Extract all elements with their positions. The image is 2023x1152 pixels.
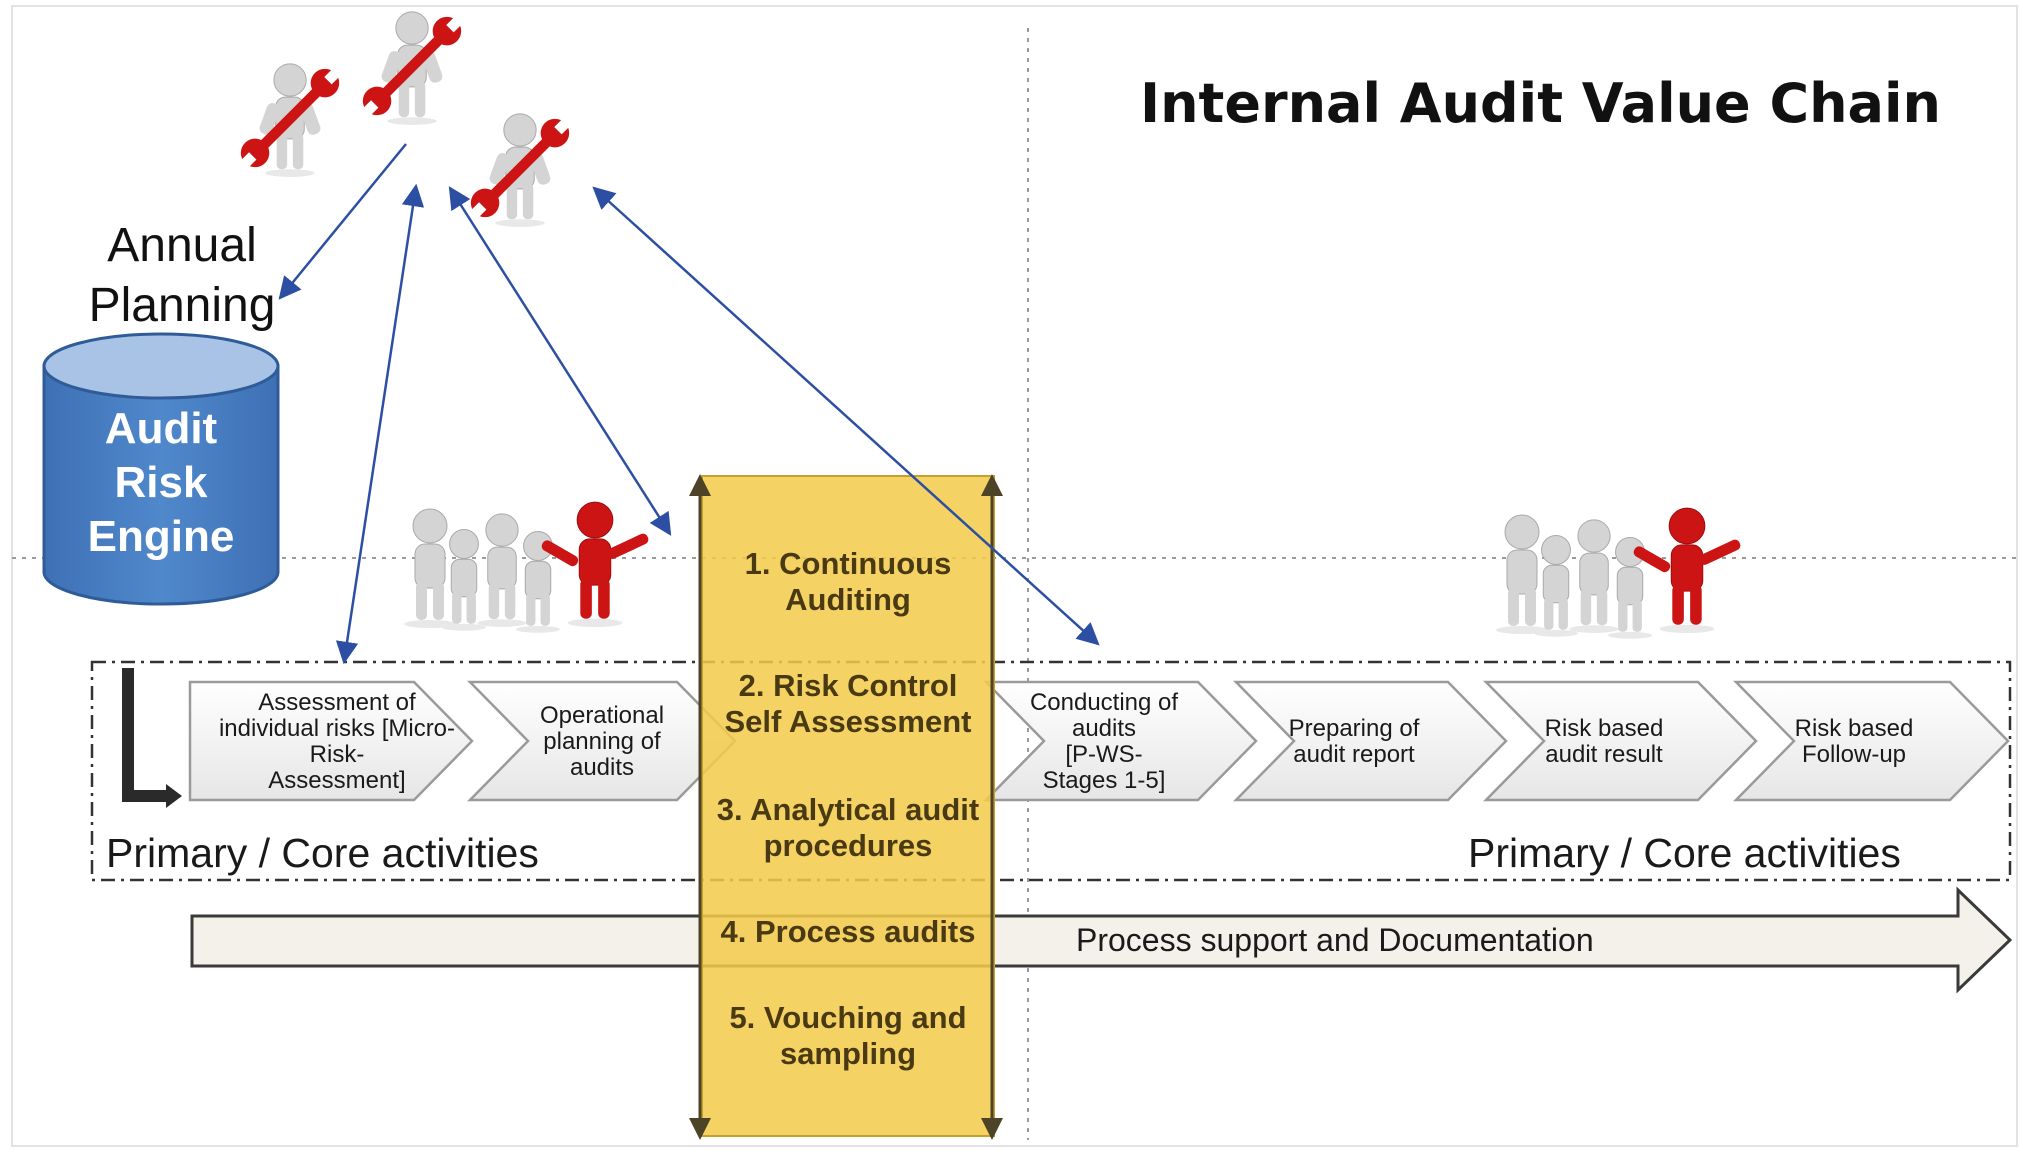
method-line: Self Assessment	[724, 704, 972, 739]
step-line: audits	[569, 754, 635, 781]
worker-with-wrench-figure	[239, 63, 342, 177]
step-line: audits	[1071, 715, 1137, 742]
step-risk-assessment: Assessment of individual risks [Micro- R…	[196, 690, 478, 794]
connector-arrows	[278, 143, 1100, 665]
method-continuous-auditing: 1. Continuous Auditing	[702, 546, 994, 618]
engine-label-line: Engine	[87, 512, 235, 561]
diagram-title: Internal Audit Value Chain	[1140, 72, 1941, 135]
annual-planning-line: Planning	[88, 279, 276, 332]
arrow-to-operational-planning	[448, 186, 672, 536]
annual-planning-label: Annual Planning	[62, 216, 302, 336]
leader-runner-figure	[541, 501, 649, 628]
wrench-icon	[239, 67, 342, 170]
database-cylinder-icon	[42, 332, 280, 606]
step-line: Operational	[539, 702, 665, 729]
audit-risk-engine-label: Audit Risk Engine	[44, 402, 278, 564]
follower-figure	[1607, 537, 1653, 639]
step-conducting-audits: Conducting of audits [P-WS- Stages 1-5]	[1000, 690, 1208, 794]
step-preparing-report: Preparing of audit report	[1238, 716, 1470, 768]
step-operational-planning: Operational planning of audits	[490, 703, 714, 781]
arrow-to-risk-assessment	[335, 183, 425, 665]
bracket-arrowhead-icon	[166, 784, 182, 808]
process-support-label: Process support and Documentation	[1076, 922, 1594, 958]
core-activities-label-right: Primary / Core activities	[1468, 830, 1901, 876]
step-line: Follow-up	[1801, 741, 1907, 768]
engine-label-line: Audit	[104, 404, 218, 453]
method-line: Auditing	[785, 582, 911, 617]
method-risk-control-self-assessment: 2. Risk Control Self Assessment	[702, 668, 994, 740]
follower-figure	[441, 529, 487, 631]
chevron-shape	[1233, 680, 1508, 802]
step-follow-up: Risk based Follow-up	[1738, 716, 1970, 768]
step-line: Risk based	[1794, 715, 1914, 742]
method-line: 4. Process audits	[720, 914, 976, 949]
step-line: Stages 1-5]	[1042, 767, 1166, 794]
step-line: planning of	[543, 728, 661, 755]
follower-figure	[404, 508, 456, 628]
worker-with-wrench-figure	[469, 113, 572, 227]
process-chevrons	[188, 680, 2010, 802]
method-analytical-procedures: 3. Analytical audit procedures	[702, 792, 994, 864]
follower-figure	[1533, 535, 1579, 637]
method-line: sampling	[779, 1036, 917, 1071]
method-line: procedures	[763, 828, 933, 863]
step-line: Assessment]	[268, 767, 406, 794]
method-vouching-sampling: 5. Vouching and sampling	[702, 1000, 994, 1072]
chevron-shape	[983, 680, 1258, 802]
method-line: 1. Continuous	[744, 546, 952, 581]
method-line: 3. Analytical audit	[716, 792, 980, 827]
annual-planning-line: Annual	[107, 219, 257, 272]
step-line: individual risks [Micro-	[218, 715, 456, 742]
wrench-icon	[361, 15, 464, 118]
step-line: [P-WS-	[1065, 741, 1143, 768]
step-line: audit result	[1545, 741, 1663, 768]
leader-runner-figure	[1633, 507, 1741, 634]
figures-layer	[239, 11, 1741, 639]
chevron-shape	[1733, 680, 2010, 802]
step-line: audit report	[1293, 741, 1415, 768]
engine-label-line: Risk	[114, 458, 208, 507]
chevron-shape	[188, 680, 474, 802]
worker-with-wrench-figure	[361, 11, 464, 125]
core-activities-label-left: Primary / Core activities	[106, 830, 539, 876]
chevron-shape	[1483, 680, 1758, 802]
follower-figure	[515, 531, 561, 633]
outer-frame	[11, 5, 2018, 1147]
follower-figure	[1569, 519, 1619, 633]
method-process-audits: 4. Process audits	[702, 914, 994, 950]
method-line: 2. Risk Control	[738, 668, 958, 703]
follower-figure	[1496, 514, 1548, 634]
step-line: Risk-	[309, 741, 365, 768]
step-line: Assessment of	[258, 689, 416, 716]
support-arrow	[190, 886, 2013, 994]
method-line: 5. Vouching and	[729, 1000, 967, 1035]
step-line: Conducting of	[1029, 689, 1179, 716]
follower-figure	[477, 513, 527, 627]
core-activities-box	[90, 660, 2012, 882]
step-line: Preparing of	[1288, 715, 1420, 742]
bracket-icon	[122, 668, 172, 802]
step-line: Risk based	[1544, 715, 1664, 742]
arrow-to-conducting-audits	[592, 186, 1100, 646]
chevron-shape	[467, 680, 737, 802]
step-audit-result: Risk based audit result	[1488, 716, 1720, 768]
